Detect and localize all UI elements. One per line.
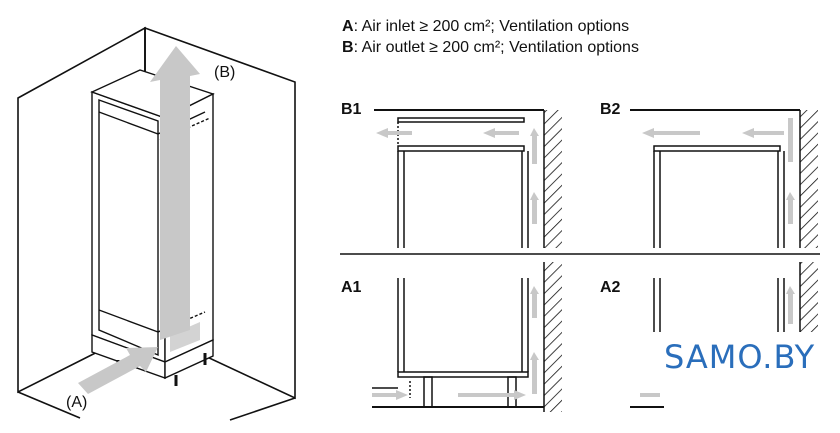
label-a2: A2 <box>600 279 621 296</box>
arrows-a2 <box>640 286 795 397</box>
legend-b-key: B <box>342 39 354 56</box>
legend-inlet: A: Air inlet ≥ 200 cm²; Ventilation opti… <box>342 16 639 37</box>
legend-a-key: A <box>342 18 354 35</box>
legend-b-text: : Air outlet ≥ 200 cm²; Ventilation opti… <box>353 39 639 56</box>
section-a1 <box>372 278 544 408</box>
section-b1 <box>374 109 544 248</box>
section-b2 <box>630 109 800 248</box>
label-b2: B2 <box>600 101 621 118</box>
inlet-arrow <box>78 347 158 394</box>
label-b1: B1 <box>341 101 362 118</box>
label-inlet: (A) <box>66 394 88 411</box>
arrows-b1 <box>376 128 539 224</box>
wall-b2 <box>799 110 818 248</box>
arrows-b2 <box>642 118 795 224</box>
cabinet-illustration <box>17 26 296 421</box>
label-a1: A1 <box>341 279 362 296</box>
vertical-flow-arrow <box>150 46 200 340</box>
section-a2 <box>630 278 785 408</box>
legend-outlet: B: Air outlet ≥ 200 cm²; Ventilation opt… <box>342 37 639 58</box>
arrows-a1 <box>372 286 539 400</box>
samo-logo: SAMO.BY <box>664 338 816 376</box>
wall-a1 <box>543 262 562 412</box>
airflow-arrows-3d <box>78 46 200 394</box>
wall-b1 <box>543 110 562 248</box>
legend: A: Air inlet ≥ 200 cm²; Ventilation opti… <box>342 16 639 58</box>
wall-a2 <box>799 262 818 332</box>
label-outlet: (B) <box>214 64 236 81</box>
legend-a-text: : Air inlet ≥ 200 cm²; Ventilation optio… <box>353 18 630 35</box>
